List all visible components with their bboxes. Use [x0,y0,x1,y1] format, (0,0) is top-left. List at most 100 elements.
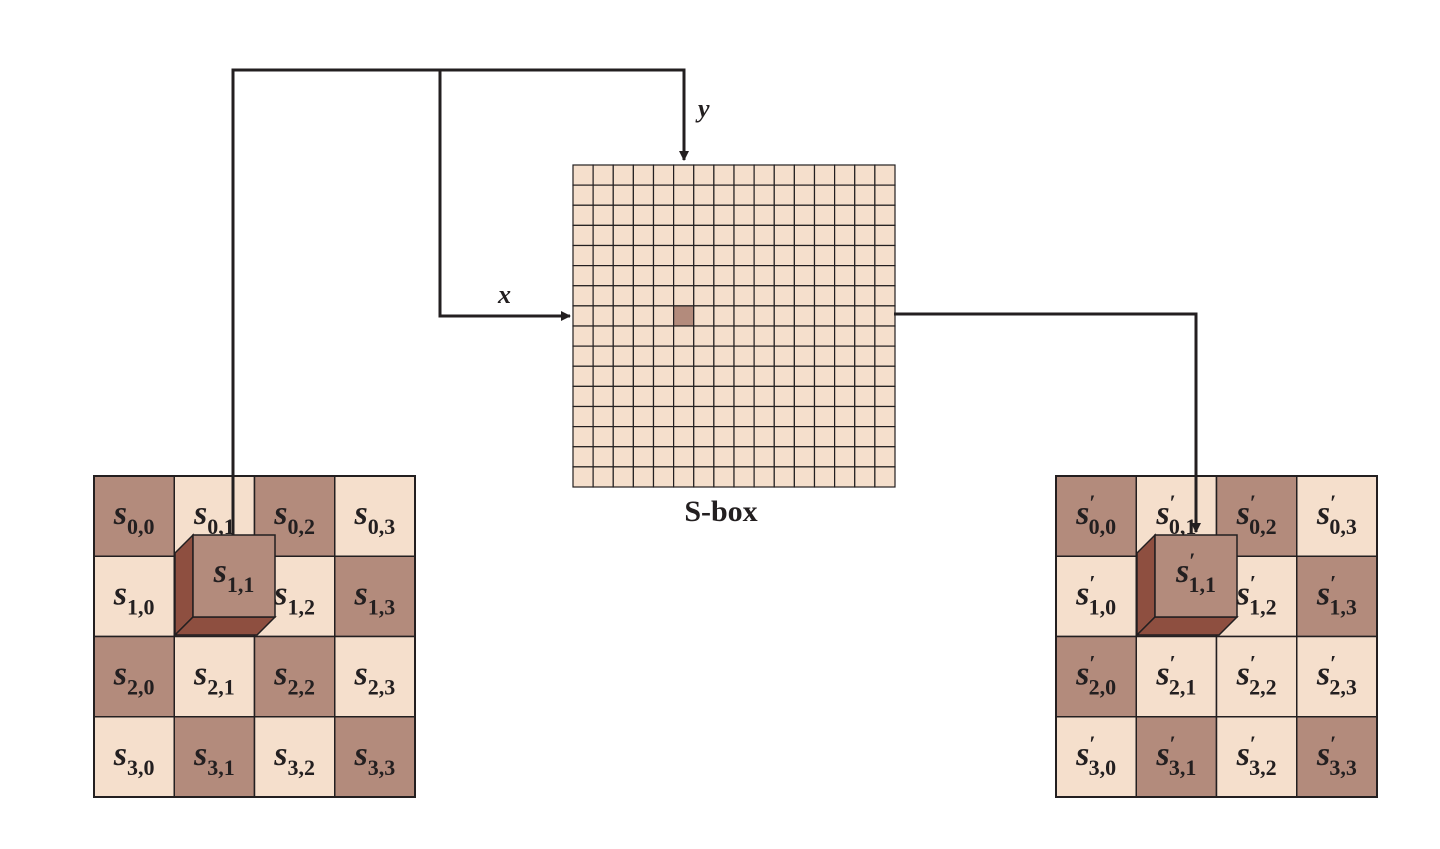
sbox-cell [753,385,775,408]
sbox-cell [834,265,856,287]
cell-var: s [1236,736,1250,773]
sbox-cell [592,325,614,347]
cell-label: s0,2 [273,495,315,539]
sbox-cell [793,164,816,186]
cell-label: s′3,2 [1236,731,1277,780]
sbox-cell [733,325,755,347]
sbox-cell [713,164,735,186]
sbox-cell [793,244,816,267]
sbox-cell [673,385,695,408]
cell-label: s0,3 [354,495,396,539]
sbox-cell [632,446,655,468]
state-cell: s′3,0 [1055,716,1137,798]
x-arrow-label: x [497,280,511,309]
sbox-cell [813,365,836,387]
sbox-cell [652,305,675,327]
state-cell: s′1,0 [1055,555,1137,638]
sbox-cell [652,285,675,307]
sbox-cell [673,285,695,307]
sbox-cell [813,426,836,448]
sbox-cell [693,184,715,206]
cell-label: s′1,0 [1075,570,1116,619]
state-cell: s2,3 [334,635,416,718]
sbox-cell [753,244,775,267]
sbox-cell [632,204,655,226]
cube-bottom-face [173,616,277,636]
state-cell-bg [1215,635,1298,718]
state-cell: s′3,2 [1215,716,1298,798]
sbox-cell [733,446,755,468]
state-cell: s′3,3 [1296,716,1378,798]
prime-mark: ′ [1330,570,1336,595]
cell-subscript: 2,3 [368,675,396,700]
sbox-cell [592,285,614,307]
prime-mark: ′ [1330,731,1336,756]
cell-label: s2,1 [193,656,235,700]
sbox-cell [632,285,655,307]
sbox-cell [733,345,755,367]
sbox-cell [673,224,695,247]
sbox-cell [733,184,755,206]
cell-var: s [354,575,368,612]
sbox-cell [733,285,755,307]
sbox-cell [632,265,655,287]
cell-label: s′1,3 [1316,570,1357,619]
sbox-cell [693,204,715,226]
sbox-cell [612,244,634,267]
sbox-cell [733,385,755,408]
sbox-cell [572,224,594,247]
sbox-cell [693,265,715,287]
prime-mark: ′ [1250,651,1256,676]
sbox-cell [652,184,675,206]
sbox-cell [773,244,795,267]
sbox-cell [753,204,775,226]
cell-label: s1,0 [113,575,155,619]
cell-label: s′2,1 [1155,651,1196,700]
sbox-cell [572,405,594,428]
cell-subscript: 3,3 [368,755,396,780]
sbox-cell [793,385,816,408]
sbox-cell [773,164,795,186]
cell-subscript: 3,2 [1249,755,1277,780]
cell-var: s [273,736,287,773]
sbox-cell [612,446,634,468]
state-cell-bg [253,716,336,798]
cell-subscript: 0,2 [287,514,315,539]
state-cell: s1,3 [334,555,416,638]
sbox-selected-entry [673,305,695,327]
sbox-cell [693,305,715,327]
cell-var: s [1155,736,1169,773]
sbox-cell [693,325,715,347]
cell-subscript: 3,2 [287,755,315,780]
sbox-cell [854,305,876,327]
sbox-cell [592,224,614,247]
sbox-cell [572,345,594,367]
sbox-cell [652,224,675,247]
sbox-cell [773,184,795,206]
sbox-cell [813,224,836,247]
sbox-cell [854,345,876,367]
state-cell: s2,1 [173,635,256,718]
cell-label: s1,3 [354,575,396,619]
sbox-cell [813,184,836,206]
sbox-cell [592,244,614,267]
cell-var: s [193,656,207,693]
state-cell: s′2,2 [1215,635,1298,718]
cell-label: s2,0 [113,656,155,700]
cell-label: s′3,3 [1316,731,1357,780]
sbox-cell [753,285,775,307]
cell-label: s′2,0 [1075,651,1116,700]
cell-label: s0,0 [113,495,155,539]
sbox-cell [632,325,655,347]
sbox-cell [612,265,634,287]
sbox-cell [874,446,896,468]
sbox-cell [793,184,816,206]
sbox-cell [813,305,836,327]
sbox-cell [733,365,755,387]
sbox-cell [834,204,856,226]
sbox-grid [572,164,896,488]
cell-label: s3,1 [193,736,235,780]
cube-bottom-face [1135,616,1239,636]
cell-label: s′3,0 [1075,731,1116,780]
